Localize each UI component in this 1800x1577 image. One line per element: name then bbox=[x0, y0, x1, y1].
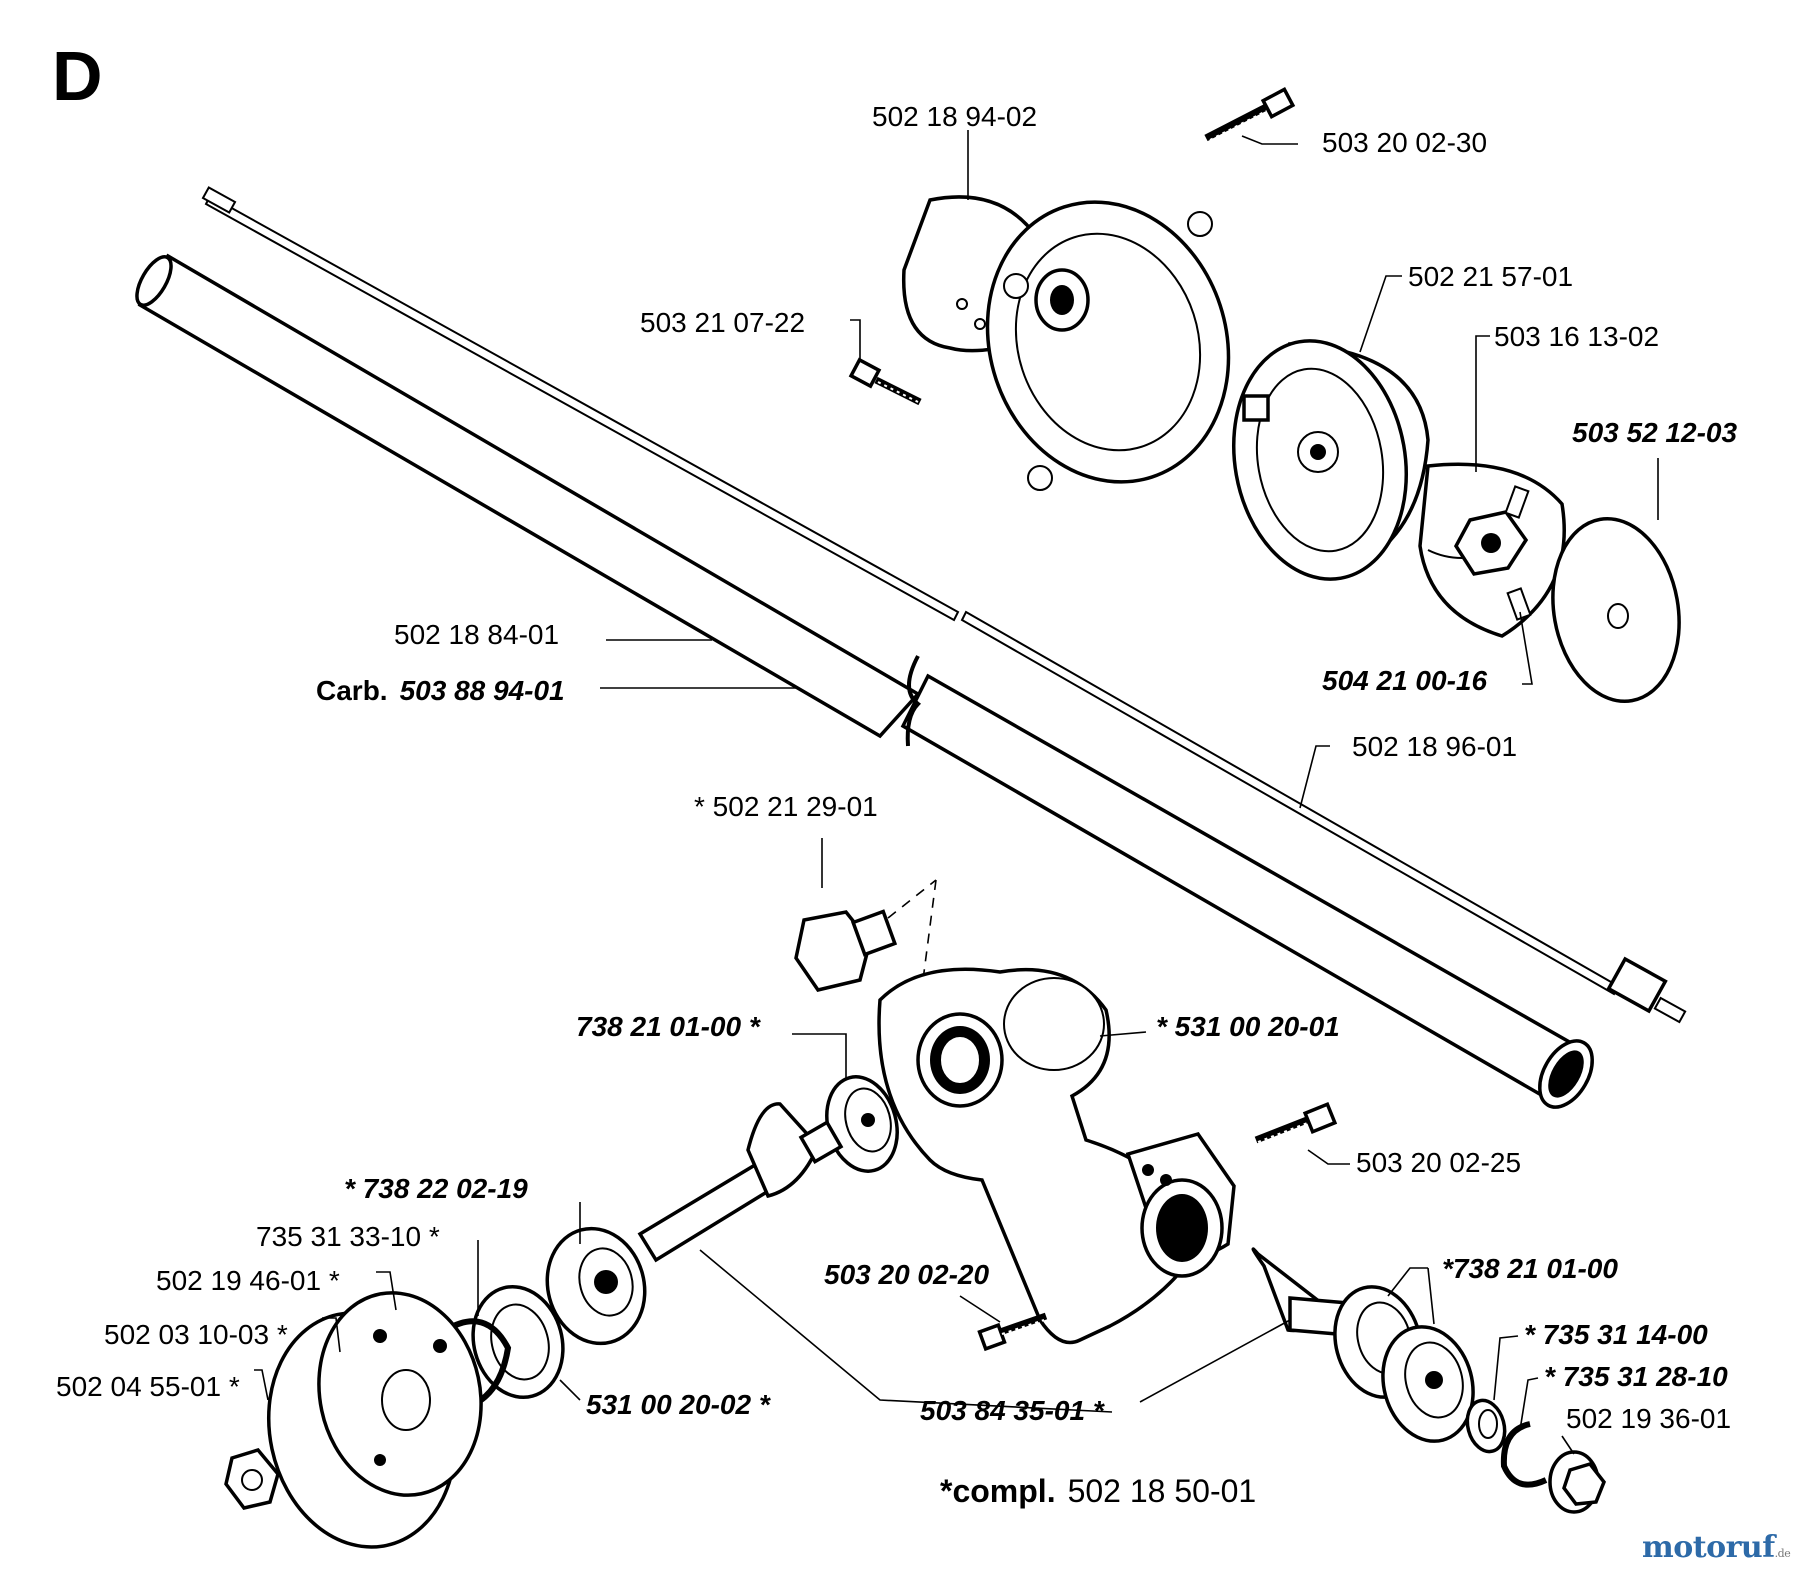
watermark-suffix: .de bbox=[1774, 1547, 1791, 1560]
screw-housing-drawing bbox=[977, 1312, 1048, 1352]
label-bearing-small: * 738 22 02-19 bbox=[344, 1173, 528, 1204]
label-washer: 503 52 12-03 bbox=[1572, 417, 1737, 448]
label-washer-small: * 735 31 14-00 bbox=[1524, 1319, 1708, 1350]
label-gear-housing: * 531 00 20-01 bbox=[1156, 1011, 1340, 1042]
gear-housing-drawing bbox=[877, 967, 1236, 1345]
label-clutch: 503 16 13-02 bbox=[1494, 321, 1659, 352]
label-drive-shaft: 502 18 96-01 bbox=[1352, 731, 1517, 762]
label-bearing-left: 738 21 01-00 * bbox=[576, 1011, 761, 1042]
leader-lines bbox=[254, 130, 1659, 1455]
label-compl-part: 502 18 50-01 bbox=[1068, 1473, 1257, 1509]
label-screw-top: 503 20 02-30 bbox=[1322, 127, 1487, 158]
label-bearing-right: *738 21 01-00 bbox=[1442, 1253, 1618, 1284]
plug-drawing bbox=[794, 879, 937, 1081]
washer-drawing bbox=[1551, 517, 1681, 703]
flange-drawing bbox=[266, 1291, 483, 1549]
label-screw-housing: 503 20 02-20 bbox=[824, 1259, 989, 1290]
label-carb-part: 503 88 94-01 bbox=[400, 675, 565, 706]
screw-left-drawing bbox=[848, 357, 922, 406]
label-carb-prefix: Carb. bbox=[316, 675, 388, 706]
drive-shaft-drawing bbox=[201, 186, 1687, 1024]
bearing-right-drawing bbox=[1333, 1285, 1475, 1443]
nut-drawing bbox=[224, 1447, 280, 1510]
screw-clamp-drawing bbox=[1254, 1101, 1338, 1144]
label-cover: 531 00 20-02 * bbox=[586, 1389, 771, 1420]
label-shaft-gear: 503 84 35-01 * bbox=[920, 1395, 1105, 1426]
label-clutch-drum: 502 21 57-01 bbox=[1408, 261, 1573, 292]
label-compl: *compl. 502 18 50-01 bbox=[940, 1473, 1256, 1509]
watermark-logo: motoruf.de bbox=[1642, 1530, 1791, 1565]
label-carb: Carb. 503 88 94-01 bbox=[316, 675, 565, 706]
label-disc: 502 03 10-03 * bbox=[104, 1319, 288, 1350]
label-plug: * 502 21 29-01 bbox=[694, 791, 878, 822]
bearing-small-drawing bbox=[545, 1226, 647, 1346]
cover-drawing bbox=[471, 1284, 565, 1400]
label-screw-clamp: 503 20 02-25 bbox=[1356, 1147, 1521, 1178]
label-ring: 735 31 33-10 * bbox=[256, 1221, 440, 1252]
upper-housing-drawing bbox=[901, 195, 1231, 491]
section-letter: D bbox=[52, 37, 103, 115]
cap-drawing bbox=[1548, 1450, 1606, 1514]
clutch-drum-drawing bbox=[1231, 339, 1430, 581]
label-spring: 504 21 00-16 bbox=[1322, 665, 1487, 696]
label-flange: 502 19 46-01 * bbox=[156, 1265, 340, 1296]
circlip-drawing bbox=[1500, 1421, 1548, 1488]
label-gear-housing-upper: 502 18 94-02 bbox=[872, 101, 1037, 132]
small-washer-drawing bbox=[1465, 1398, 1507, 1454]
label-compl-prefix: *compl. bbox=[940, 1473, 1056, 1509]
label-screw-left: 503 21 07-22 bbox=[640, 307, 805, 338]
watermark-text: motoruf bbox=[1642, 1530, 1775, 1565]
tube-drawing bbox=[135, 253, 1594, 1109]
clutch-drawing bbox=[1418, 462, 1566, 638]
label-cap: 502 19 36-01 bbox=[1566, 1403, 1731, 1434]
label-tube: 502 18 84-01 bbox=[394, 619, 559, 650]
label-nut: 502 04 55-01 * bbox=[56, 1371, 240, 1402]
label-circlip: * 735 31 28-10 bbox=[1544, 1361, 1728, 1392]
screw-top-drawing bbox=[1204, 87, 1296, 142]
